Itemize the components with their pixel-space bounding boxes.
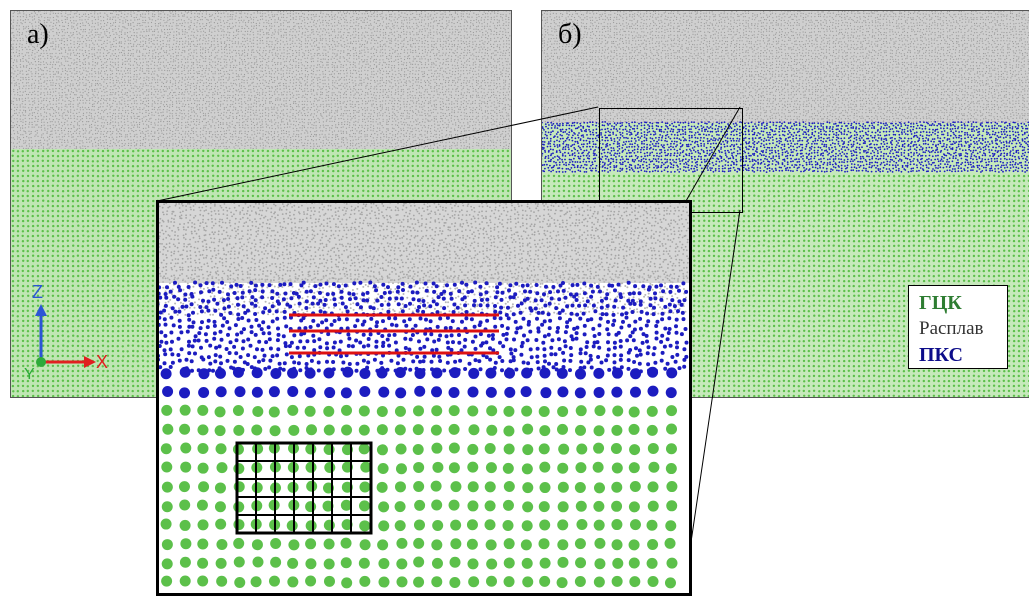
inset-atoms	[159, 203, 689, 593]
zoom-inset	[156, 200, 692, 596]
legend-item-melt: Расплав	[919, 316, 1007, 342]
legend-item-hcp: ПКС	[919, 342, 1007, 368]
coordinate-axes: Z X Y	[26, 282, 116, 382]
phase-legend: ГЦК Расплав ПКС	[908, 285, 1008, 369]
panel-a-label: а)	[27, 19, 49, 51]
axis-x-label: X	[96, 352, 108, 373]
axis-z-label: Z	[32, 282, 43, 303]
panel-b-label: б)	[558, 19, 582, 51]
zoom-region-box	[599, 108, 743, 213]
axis-y-label: Y	[24, 366, 35, 384]
legend-item-fcc: ГЦК	[919, 290, 1007, 316]
